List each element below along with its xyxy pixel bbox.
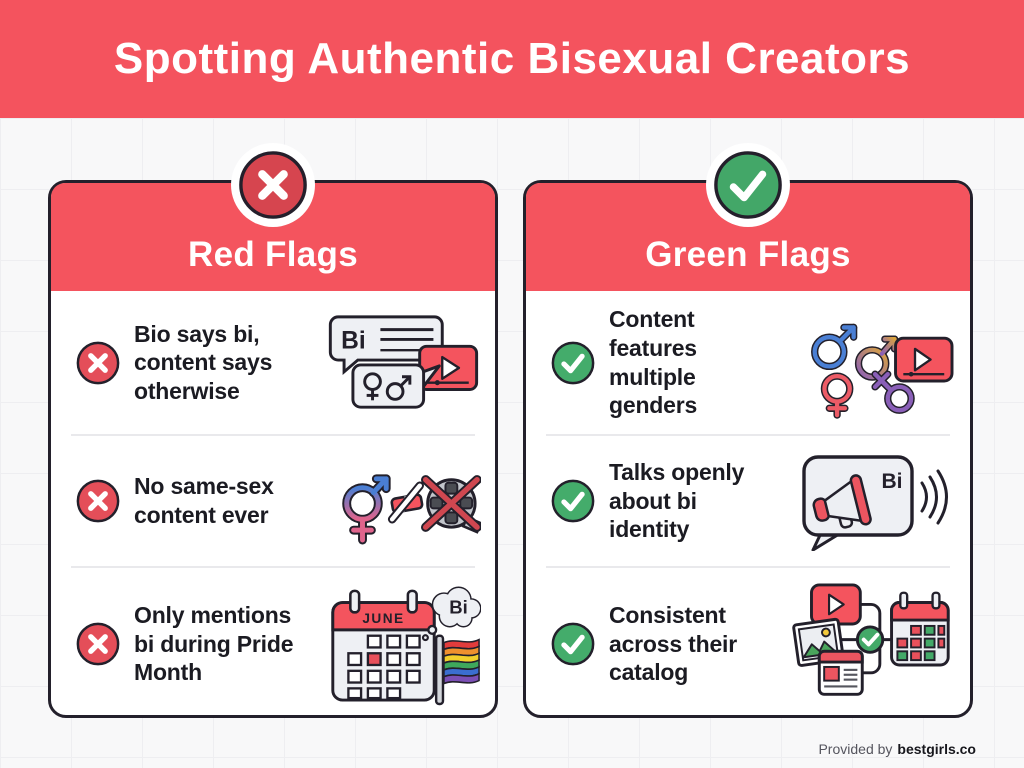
svg-text:JUNE: JUNE bbox=[362, 611, 404, 626]
x-circle-icon bbox=[76, 479, 120, 523]
svg-text:Bi: Bi bbox=[449, 596, 468, 617]
footer-credit: Provided by bestgirls.co bbox=[818, 741, 976, 757]
green-flags-title: Green Flags bbox=[645, 235, 851, 274]
red-flags-title: Red Flags bbox=[188, 235, 358, 274]
divider bbox=[546, 434, 950, 436]
catalog-consistency-icon bbox=[790, 579, 956, 709]
green-flags-card: Green Flags Content features multiple ge… bbox=[523, 143, 973, 720]
list-item: Bio says bi, content says otherwise Bi bbox=[51, 291, 495, 434]
multiple-genders-video-icon bbox=[800, 307, 956, 419]
check-circle-icon bbox=[551, 479, 595, 523]
no-same-sex-content-icon bbox=[323, 452, 481, 551]
footer-prefix: Provided by bbox=[818, 741, 893, 757]
check-circle-icon bbox=[551, 622, 595, 666]
list-item: Content features multiple genders bbox=[526, 291, 970, 434]
megaphone-bubble-icon: Bi bbox=[796, 451, 956, 551]
check-circle-icon bbox=[551, 341, 595, 384]
red-flag-text-1: Bio says bi, content says otherwise bbox=[134, 320, 273, 404]
x-circle-icon bbox=[76, 622, 120, 666]
divider bbox=[71, 566, 475, 568]
check-badge-icon bbox=[706, 143, 790, 227]
svg-text:Bi: Bi bbox=[341, 327, 366, 354]
divider bbox=[71, 434, 475, 436]
list-item: No same-sex content ever bbox=[51, 436, 495, 566]
x-badge-icon bbox=[231, 143, 315, 227]
page-title: Spotting Authentic Bisexual Creators bbox=[113, 34, 911, 83]
x-circle-icon bbox=[76, 341, 120, 384]
header-banner: Spotting Authentic Bisexual Creators bbox=[0, 0, 1024, 118]
svg-text:Bi: Bi bbox=[882, 470, 903, 493]
green-flag-text-3: Consistent across their catalog bbox=[609, 602, 737, 686]
chat-bubbles-video-icon: Bi bbox=[323, 309, 481, 417]
list-item: Consistent across their catalog bbox=[526, 568, 970, 720]
divider bbox=[546, 566, 950, 568]
green-flag-text-2: Talks openly about bi identity bbox=[609, 459, 745, 543]
red-flags-card: Red Flags Bio says bi, content says othe… bbox=[48, 143, 498, 720]
red-flag-text-3: Only mentions bi during Pride Month bbox=[134, 602, 294, 686]
footer-brand: bestgirls.co bbox=[897, 741, 976, 757]
green-flag-text-1: Content features multiple genders bbox=[609, 306, 698, 419]
red-flag-text-2: No same-sex content ever bbox=[134, 473, 274, 528]
list-item: Talks openly about bi identity Bi bbox=[526, 436, 970, 566]
pride-month-calendar-icon: JUNE Bi bbox=[325, 581, 481, 708]
list-item: Only mentions bi during Pride Month JUNE bbox=[51, 568, 495, 720]
